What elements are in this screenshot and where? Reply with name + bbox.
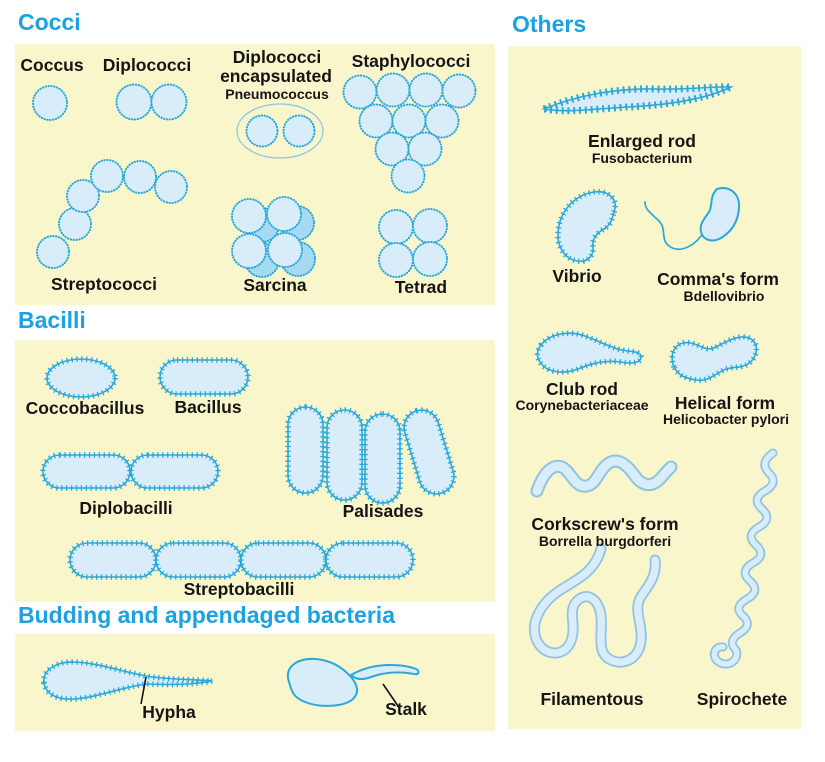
vibrio-shape: [558, 192, 615, 262]
coccobacillus-label: Coccobacillus: [25, 398, 145, 418]
section-title-cocci: Cocci: [18, 9, 81, 35]
corynebacteriaceae-label: Corynebacteriaceae: [515, 397, 649, 413]
sarcina-label: Sarcina: [243, 275, 307, 295]
fusobacterium-label: Fusobacterium: [591, 150, 693, 166]
bacillus-label: Bacillus: [174, 397, 242, 417]
filamentous-shape: [529, 543, 661, 668]
palisades-shape: [288, 406, 458, 503]
hypha-shape: [44, 662, 212, 705]
section-title-bacilli: Bacilli: [18, 307, 86, 333]
helical-form-label: Helical form: [674, 393, 776, 413]
diplococci-shape: [115, 83, 188, 121]
bdellovibrio-label: Bdellovibrio: [683, 288, 765, 304]
diplococci-label: Diplococci: [102, 55, 192, 75]
diplobacilli-shape: [43, 455, 218, 488]
corkscrew-form-shape: [530, 454, 678, 498]
bacillus-shape: [160, 360, 248, 394]
commas-form-label: Comma's form: [657, 269, 779, 289]
club-rod-label: Club rod: [546, 379, 618, 399]
section-title-budding: Budding and appendaged bacteria: [18, 602, 395, 628]
others-panel: [508, 46, 801, 729]
staphylococci-label: Staphylococci: [351, 51, 471, 71]
tetrad-label: Tetrad: [394, 277, 448, 297]
streptococci-shape: [36, 159, 188, 269]
diplobacilli-label: Diplobacilli: [79, 498, 173, 518]
spirochete-shape: [709, 448, 778, 669]
club-rod-shape: [537, 333, 641, 372]
diplococci-encapsulated-label-line2: encapsulated: [220, 66, 332, 86]
corkscrews-form-label: Corkscrew's form: [531, 514, 679, 534]
palisades-label: Palisades: [342, 501, 424, 521]
streptobacilli-label: Streptobacilli: [183, 579, 295, 599]
enlarged-rod-shape: [544, 87, 731, 111]
streptobacilli-shape: [70, 543, 413, 577]
vibrio-label: Vibrio: [552, 266, 602, 286]
streptococci-label: Streptococci: [51, 274, 157, 294]
pneumococcus-label: Pneumococcus: [225, 86, 329, 102]
coccus-label: Coccus: [20, 55, 84, 75]
coccus-shape: [32, 85, 68, 121]
enlarged-rod-label: Enlarged rod: [588, 131, 696, 151]
helical-form-shape: [672, 337, 756, 380]
coccobacillus-shape: [47, 359, 115, 397]
sarcina-shape: [231, 196, 316, 278]
filamentous-label: Filamentous: [540, 689, 644, 709]
hypha-label: Hypha: [142, 702, 196, 722]
stalk-label: Stalk: [385, 699, 427, 719]
diplococci-encapsulated-label-line1: Diplococci: [232, 47, 322, 67]
staphylococci-shape: [342, 72, 477, 194]
commas-form-shape: [644, 187, 741, 250]
spirochete-label: Spirochete: [696, 689, 788, 709]
borrella-burgdorferi-label: Borrella burgdorferi: [538, 533, 672, 549]
section-title-others: Others: [512, 11, 587, 37]
tetrad-shape: [378, 208, 448, 278]
helicobacter-pylori-label: Helicobacter pylori: [662, 411, 790, 427]
diplococci-encapsulated-shape: [236, 103, 324, 159]
stalk-shape: [286, 657, 420, 707]
